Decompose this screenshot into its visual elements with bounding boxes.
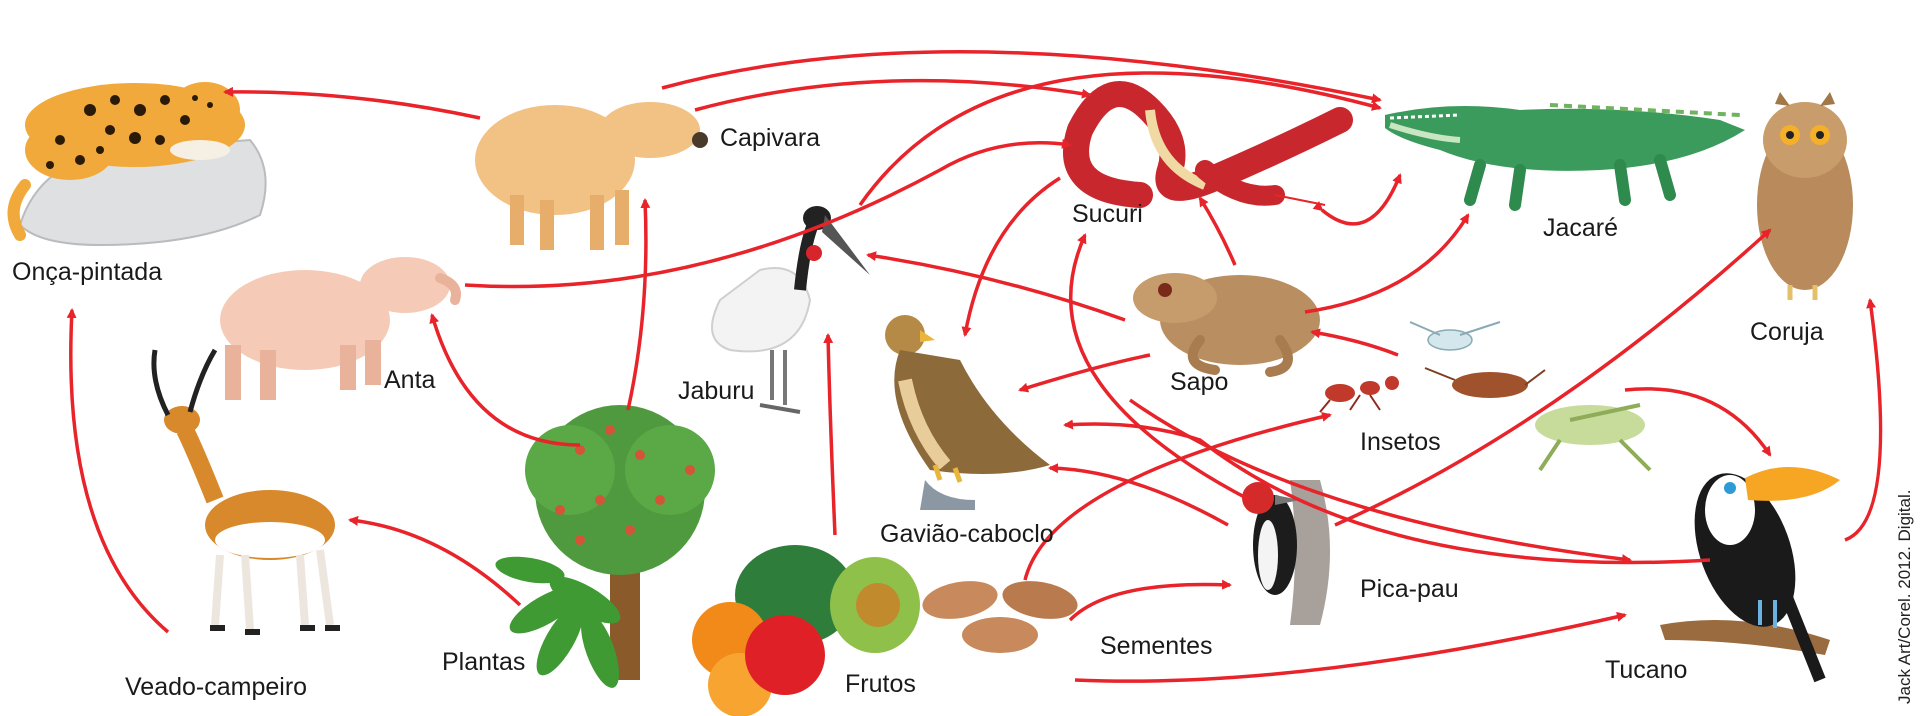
- arrow-sapo-to-jacare: [1304, 213, 1470, 314]
- arrow-sementes-to-picapau: [1068, 579, 1232, 622]
- label-sapo: Sapo: [1170, 368, 1229, 396]
- arrow-capivara-to-onca: [223, 86, 481, 120]
- toad-illustration: [1133, 273, 1320, 377]
- label-onca: Onça-pintada: [12, 258, 163, 286]
- arrow-sucuri-to-jacare: [1312, 173, 1402, 226]
- label-sementes: Sementes: [1100, 632, 1213, 660]
- toucan-illustration: [1660, 466, 1840, 683]
- owl-illustration: [1757, 92, 1853, 300]
- label-anta: Anta: [384, 366, 436, 394]
- arrow-plantas-to-capivara: [626, 198, 651, 411]
- plants-illustration: [495, 556, 621, 688]
- fruits-illustration: [692, 545, 920, 716]
- image-credit: Jack Art/Corel. 2012. Digital.: [1895, 489, 1914, 704]
- arrow-sementes-to-insetos: [1023, 411, 1332, 581]
- deer-illustration: [151, 348, 340, 635]
- arrow-tucano-to-coruja: [1844, 298, 1883, 542]
- arrow-veado-to-onca: [66, 308, 170, 634]
- label-plantas: Plantas: [442, 648, 526, 676]
- seeds-illustration: [922, 581, 1078, 653]
- tree-illustration: [525, 405, 715, 680]
- arrow-tucano-to-gaviao: [1063, 419, 1711, 565]
- label-capivara: Capivara: [720, 124, 821, 152]
- label-frutos: Frutos: [845, 670, 916, 698]
- arrow-capivara-to-jacare: [661, 50, 1382, 104]
- arrow-frutos-to-jaburu: [823, 333, 837, 536]
- caiman-illustration: [1385, 103, 1745, 211]
- arrow-sapo-to-jaburu: [866, 251, 1126, 322]
- feeding-arrows: [66, 50, 1883, 683]
- arrow-insetos-to-sapo: [1310, 328, 1399, 357]
- arrow-jaburu-to-coruja-top: [1128, 398, 1632, 564]
- label-picapau: Pica-pau: [1360, 575, 1459, 603]
- label-veado: Veado-campeiro: [125, 673, 308, 701]
- hawk-illustration: [885, 315, 1050, 510]
- arrow-sucuri-to-gaviao: [961, 176, 1061, 337]
- arrow-anta-to-sucuri: [464, 138, 1072, 289]
- insects-illustration: [1319, 321, 1652, 472]
- arrow-insetos-to-tucano: [1624, 387, 1772, 457]
- arrow-jaburu-to-jacare: [858, 71, 1382, 207]
- label-insetos: Insetos: [1360, 428, 1441, 456]
- arrow-plantas-to-anta: [429, 313, 581, 447]
- label-coruja: Coruja: [1750, 318, 1824, 346]
- anaconda-illustration: [1063, 81, 1353, 208]
- label-gaviao: Gavião-caboclo: [880, 520, 1054, 548]
- label-tucano: Tucano: [1605, 656, 1688, 684]
- jaguar-illustration: [7, 82, 267, 247]
- label-jaburu: Jaburu: [678, 377, 755, 405]
- tapir-illustration: [220, 257, 461, 400]
- arrow-picapau-to-sucuri: [1069, 233, 1251, 502]
- label-sucuri: Sucuri: [1072, 200, 1143, 228]
- arrow-plantas-to-veado: [348, 515, 522, 607]
- arrow-sementes-to-tucano: [1074, 611, 1627, 683]
- arrow-picapau-to-gaviao: [1048, 463, 1229, 527]
- capybara-illustration: [475, 102, 708, 250]
- woodpecker-illustration: [1242, 480, 1330, 625]
- arrow-capivara-to-sucuri: [694, 78, 1092, 112]
- arrow-sapo-to-sucuri: [1198, 196, 1237, 266]
- arrow-picapau-to-coruja: [1334, 228, 1772, 527]
- label-jacare: Jacaré: [1543, 214, 1619, 242]
